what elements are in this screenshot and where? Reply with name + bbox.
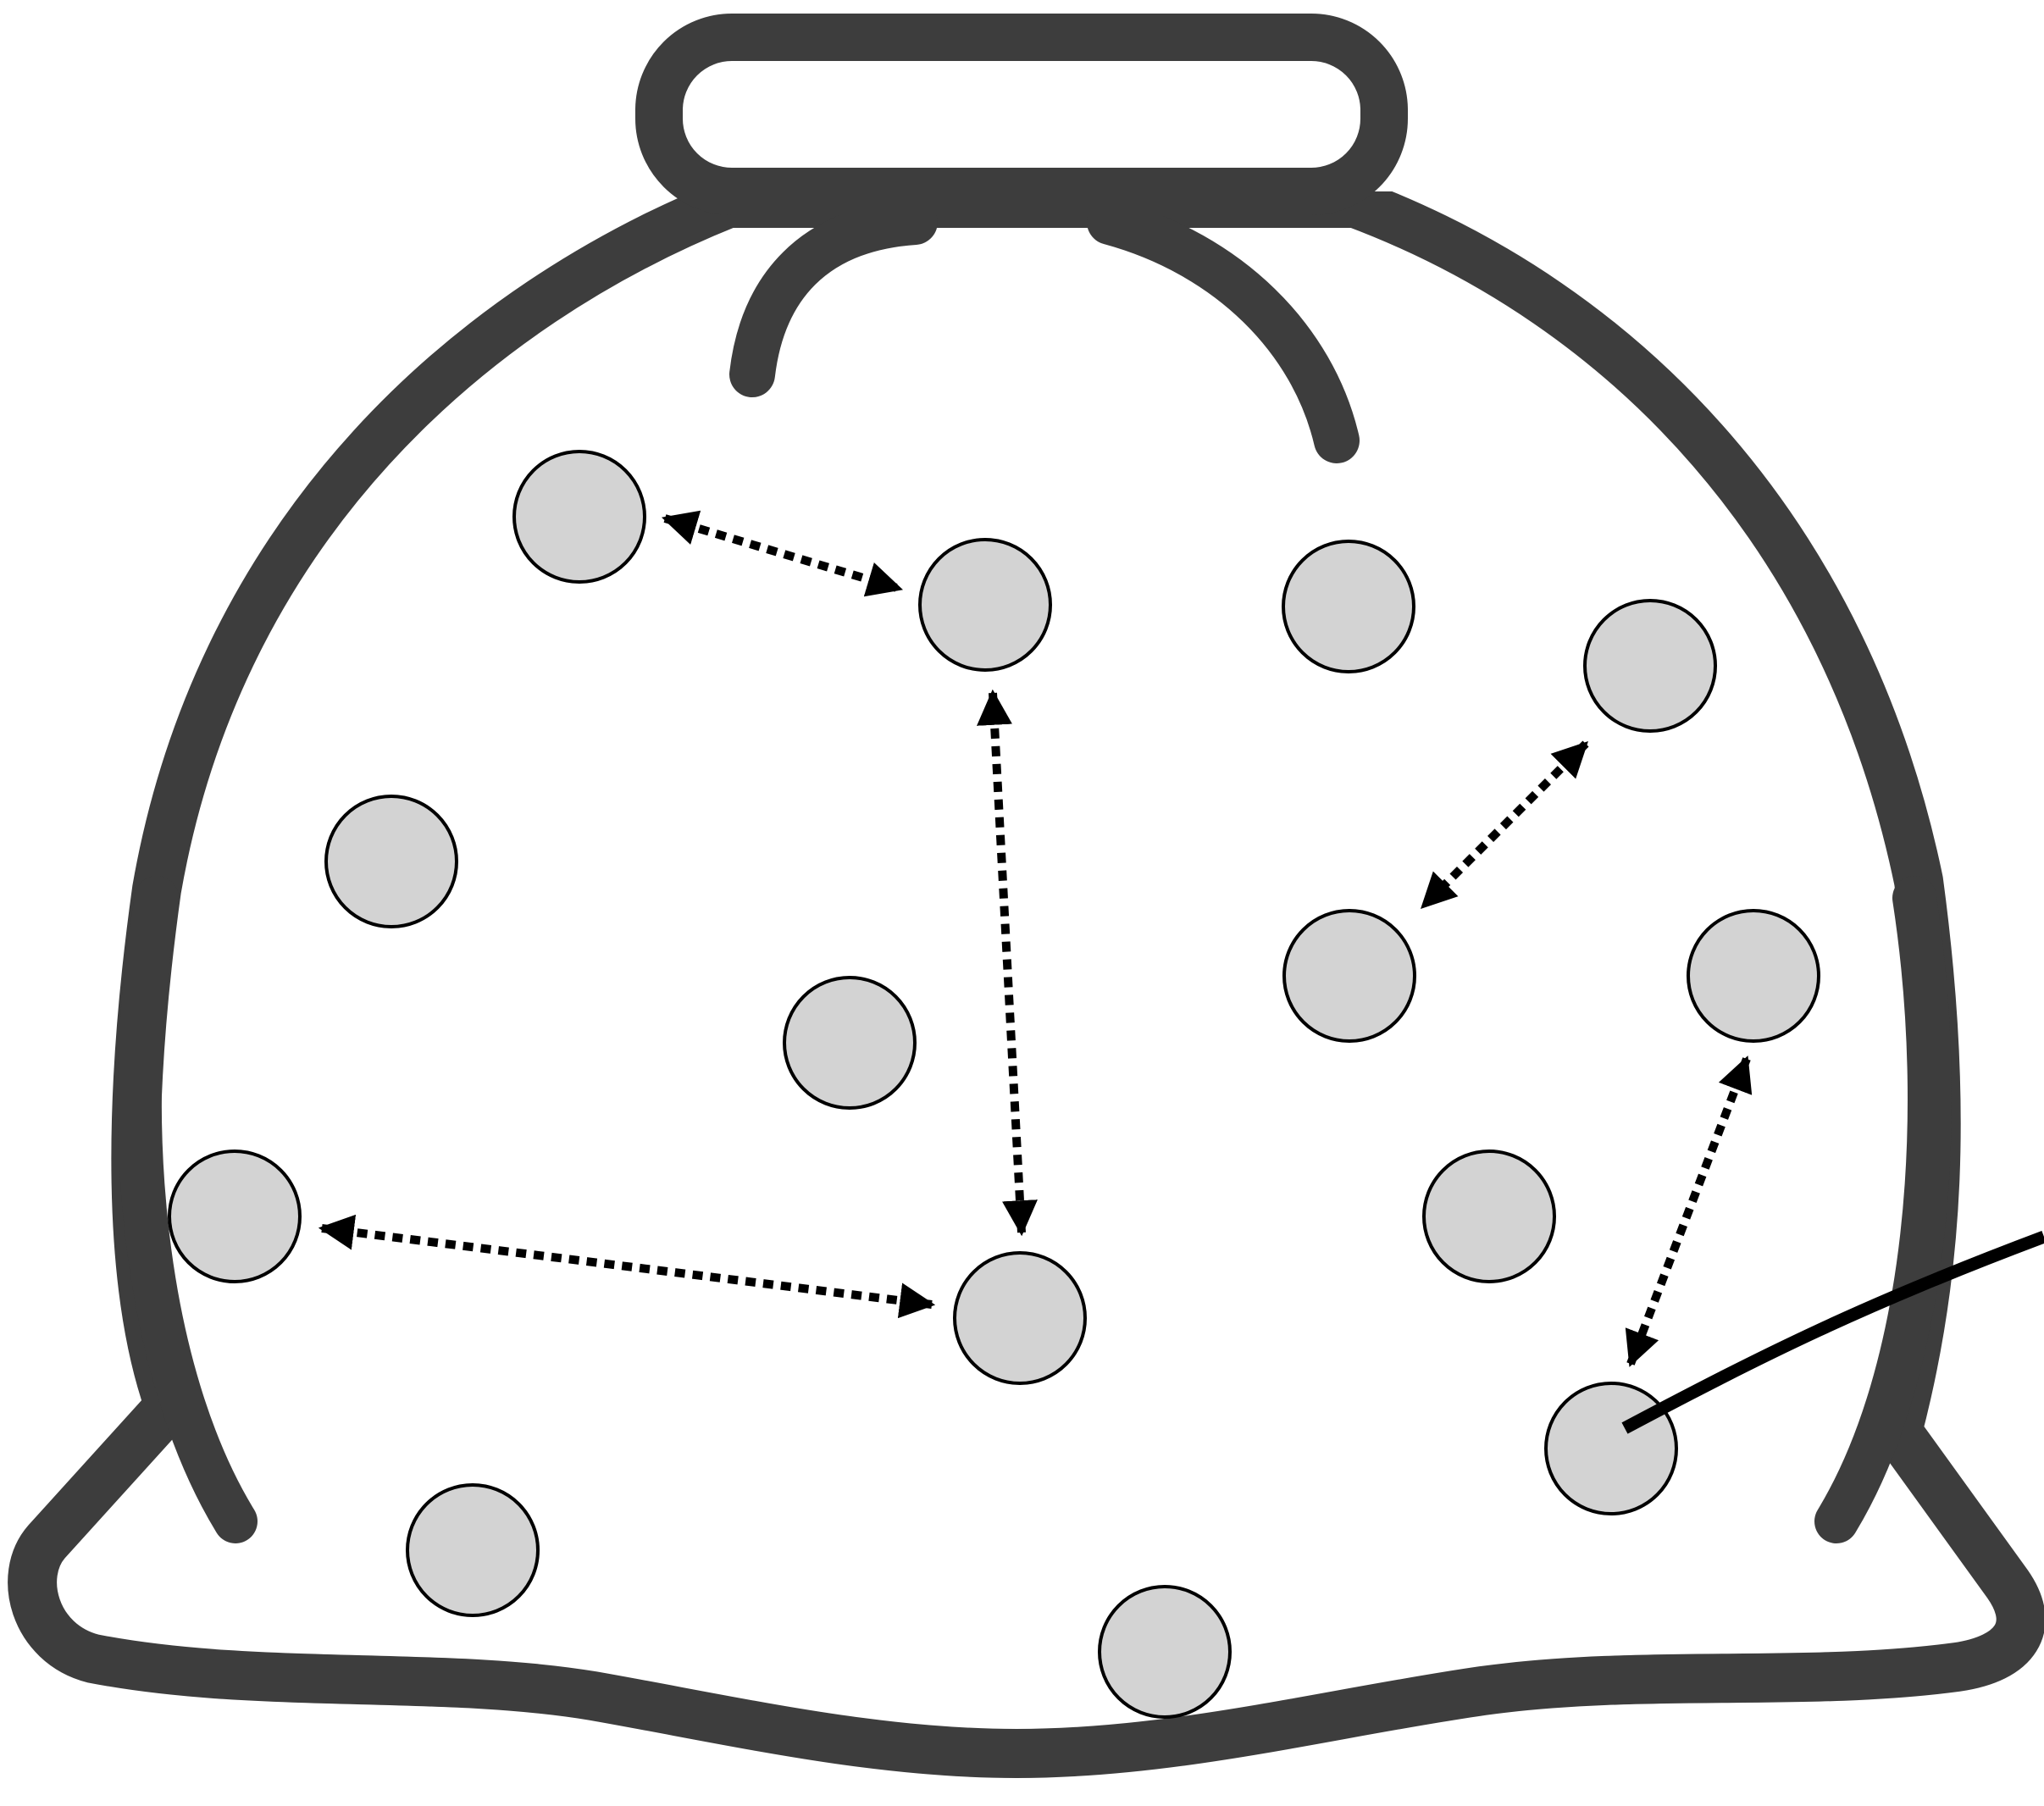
interaction-arrow — [1420, 740, 1589, 910]
particle — [406, 1483, 540, 1617]
particle — [1687, 909, 1820, 1043]
particle — [783, 976, 917, 1110]
particle — [324, 795, 458, 928]
particle — [168, 1150, 302, 1283]
interaction-arrow — [977, 689, 1038, 1237]
particle — [1544, 1382, 1678, 1515]
particle — [953, 1251, 1087, 1385]
bag-neck-right-curve — [1087, 199, 1360, 463]
bag-neck-band — [635, 14, 1408, 215]
particle — [1098, 1585, 1232, 1719]
arrow-group — [318, 510, 1753, 1367]
interaction-arrow — [661, 510, 904, 597]
particle-group — [168, 450, 1820, 1719]
bag-neck-band — [644, 20, 1399, 191]
bag-neck-left-curve — [729, 199, 938, 397]
particle — [1282, 540, 1415, 673]
particle — [1422, 1150, 1556, 1283]
particle — [1282, 909, 1416, 1043]
particle — [512, 450, 646, 584]
interaction-arrow — [318, 1214, 936, 1319]
particle — [1583, 599, 1717, 733]
interaction-arrow — [1625, 1055, 1753, 1367]
bag-right-fold — [1814, 876, 1952, 1543]
pointer-line — [1621, 1230, 2044, 1434]
bag-left-fold — [117, 876, 258, 1543]
particle — [918, 538, 1052, 672]
